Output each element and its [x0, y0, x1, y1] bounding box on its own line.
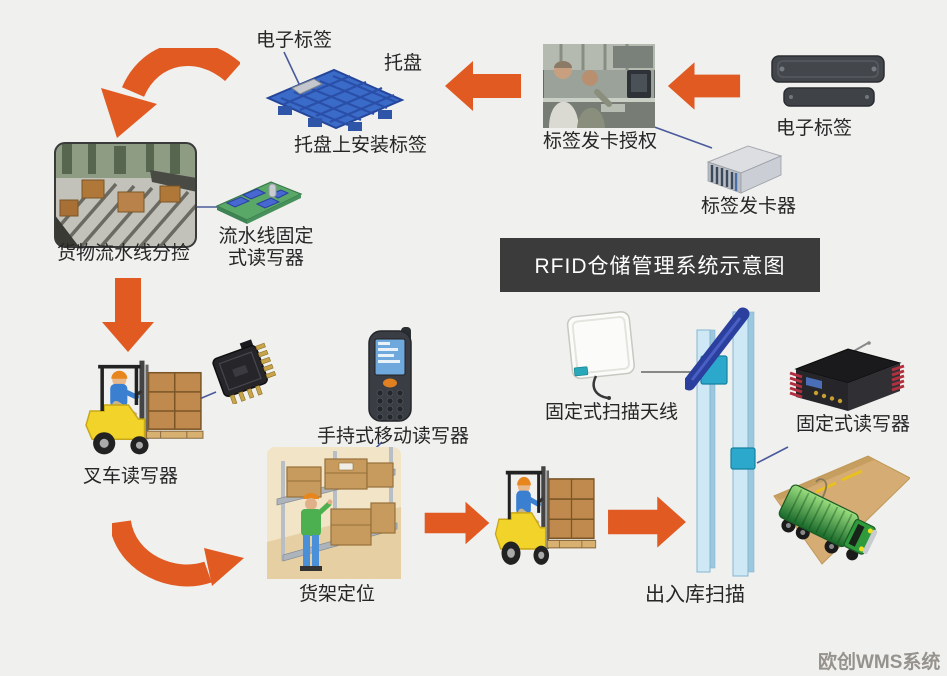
pallet-caption: 托盘上安装标签	[294, 135, 428, 156]
line-reader-caption-line2: 式读写器	[227, 247, 304, 269]
issuing-photo	[543, 44, 655, 128]
antenna-caption: 固定式扫描天线	[545, 402, 679, 423]
pallet-tag-label: 电子标签	[256, 30, 333, 51]
antenna-illustration	[566, 311, 635, 400]
arrow-left-pallet-icon	[445, 61, 521, 111]
title-banner: RFID仓储管理系统示意图	[500, 238, 820, 292]
truck-scene-illustration	[773, 455, 910, 565]
curved-arrow-bottom-left-icon	[112, 519, 244, 587]
arrow-right-gate-icon	[608, 496, 686, 548]
pallet-illustration	[265, 68, 405, 131]
arrow-right-shelf-icon	[424, 501, 490, 545]
fixed-reader-caption: 固定式读写器	[796, 414, 911, 435]
conveyor-photo	[54, 142, 197, 248]
arrow-down-icon	[102, 278, 154, 352]
pallet-label: 托盘	[384, 53, 423, 74]
forklift-reader-illustration	[85, 360, 204, 455]
line-reader-caption-line1: 流水线固定	[218, 226, 314, 247]
line-reader-caption: 流水线固定 式读写器	[210, 226, 322, 270]
tags-caption: 电子标签	[776, 118, 853, 139]
sorting-caption: 货物流水线分捡	[57, 243, 191, 264]
shelf-scene-illustration	[267, 447, 401, 579]
electronic-tags-illustration	[771, 55, 885, 107]
issuing-caption: 标签发卡授权	[543, 131, 658, 152]
shelf-caption: 货架定位	[299, 584, 376, 605]
issuer-caption: 标签发卡器	[701, 196, 797, 217]
arrow-left-issuing-icon	[667, 62, 741, 110]
handheld-caption: 手持式移动读写器	[317, 426, 470, 447]
fixed-reader-illustration	[789, 341, 905, 411]
forklift-gate-illustration	[494, 466, 597, 565]
handheld-reader-illustration	[368, 327, 412, 422]
curved-arrow-top-left-icon	[101, 48, 240, 138]
forklift-caption: 叉车读写器	[83, 466, 179, 487]
rfid-chip-illustration	[212, 339, 277, 404]
wms-watermark: 欧创WMS系统	[818, 652, 941, 673]
issuer-device-illustration	[706, 145, 783, 194]
gate-caption: 出入库扫描	[645, 584, 745, 606]
pcb-reader-illustration	[215, 181, 303, 224]
gate-illustration	[685, 307, 756, 577]
